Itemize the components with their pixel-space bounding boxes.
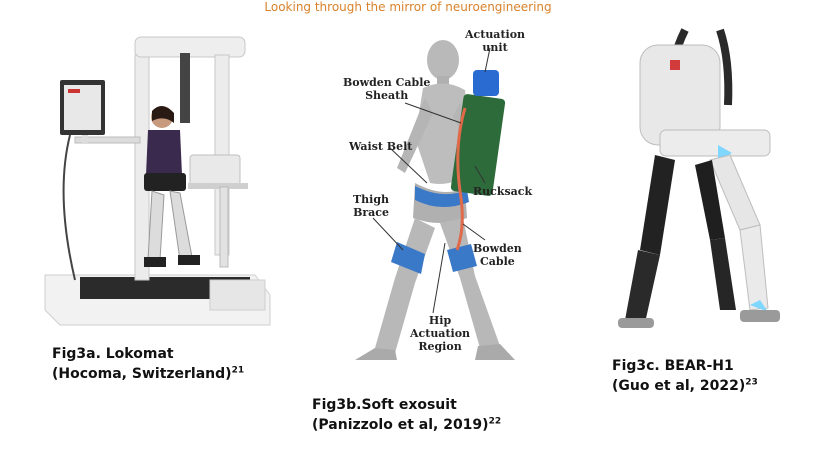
- lokomat-illustration: [44, 36, 271, 326]
- waist-belt-label: Waist Belt: [349, 140, 413, 153]
- figure-3c-caption: Fig3c. BEAR-H1 (Guo et al, 2022)23: [612, 356, 758, 396]
- lokomat-figure: [40, 25, 275, 335]
- figure-3b-ref: 22: [488, 416, 502, 427]
- figure-3b-caption: Fig3b.Soft exosuit (Panizzolo et al, 201…: [312, 395, 501, 435]
- figure-3b-title: Fig3b.Soft exosuit: [312, 397, 457, 413]
- soft-exosuit-figure: Actuation unit Bowden Cable Sheath Waist…: [335, 18, 540, 378]
- figure-3a-source: (Hocoma, Switzerland): [52, 366, 232, 382]
- thigh-brace-label: Thigh Brace: [353, 193, 390, 219]
- bowden-sheath-label: Bowden Cable Sheath: [343, 76, 431, 102]
- figure-3c-title: Fig3c. BEAR-H1: [612, 358, 734, 374]
- figure-3a-caption: Fig3a. Lokomat (Hocoma, Switzerland)21: [52, 344, 244, 384]
- bowden-cable-label: Bowden Cable: [473, 242, 522, 268]
- bear-h1-illustration: [618, 28, 780, 328]
- rucksack-label: Rucksack: [473, 185, 533, 198]
- hip-actuation-region-label: Hip Actuation Region: [410, 314, 471, 353]
- bear-h1-figure: [600, 20, 800, 340]
- figure-3c-source-line: (Guo et al, 2022)23: [612, 376, 758, 396]
- actuation-unit-label: Actuation unit: [465, 28, 526, 54]
- figure-3a-ref: 21: [231, 365, 245, 376]
- page-header: Looking through the mirror of neuroengin…: [264, 0, 552, 14]
- figure-3a-source-line: (Hocoma, Switzerland)21: [52, 364, 244, 384]
- figure-3c-ref: 23: [745, 377, 758, 388]
- soft-exosuit-illustration: [355, 40, 515, 360]
- figure-3c-source: (Guo et al, 2022): [612, 378, 746, 394]
- figure-3a-title: Fig3a. Lokomat: [52, 346, 174, 362]
- figure-3b-source: (Panizzolo et al, 2019): [312, 417, 489, 433]
- figure-3b-source-line: (Panizzolo et al, 2019)22: [312, 415, 501, 435]
